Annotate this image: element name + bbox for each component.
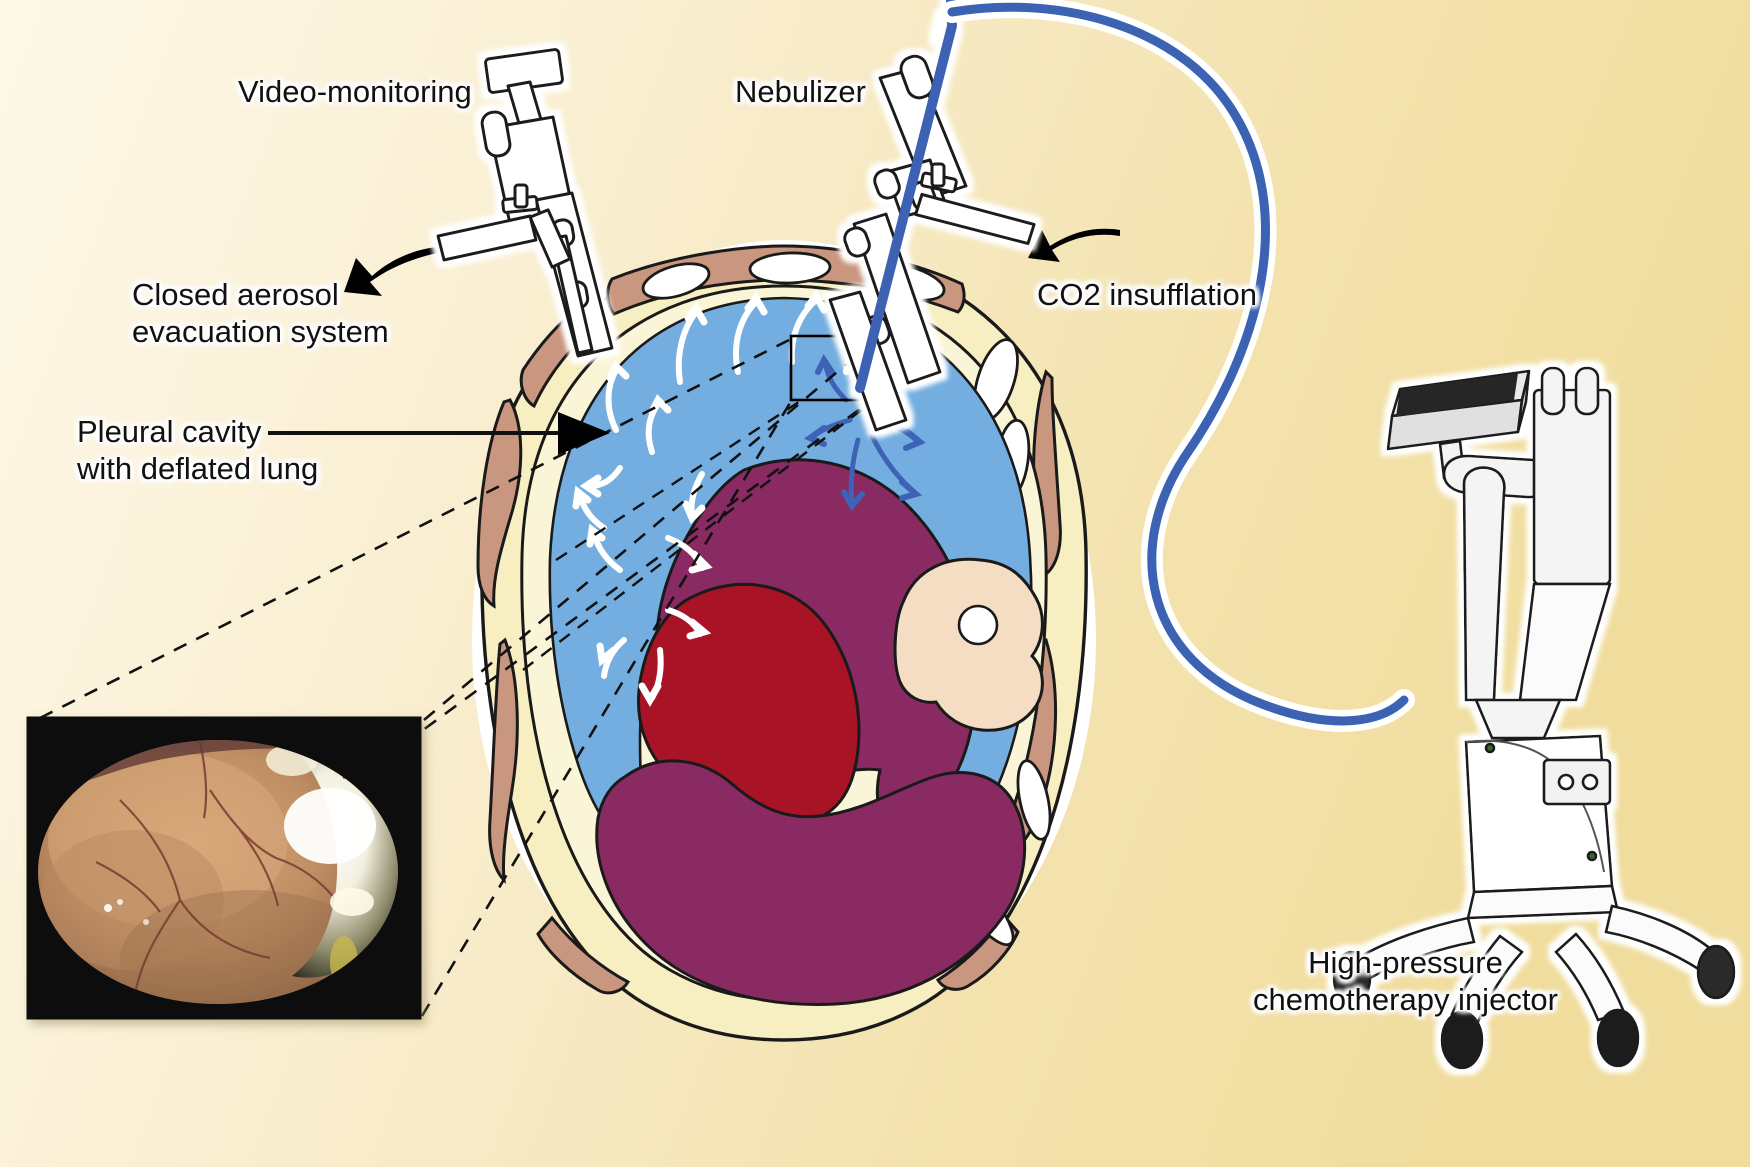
casters	[1332, 944, 1736, 1070]
vertebra	[893, 557, 1044, 732]
arrow-closed-aerosol	[344, 246, 452, 296]
section-plane-lines	[522, 396, 878, 671]
injector-monitor	[1386, 369, 1531, 451]
chemotherapy-injector-cart	[1332, 366, 1736, 1070]
pleural-cavity-pointer	[268, 412, 610, 455]
spinal-canal	[957, 604, 999, 646]
arrow-co2	[1028, 228, 1120, 262]
trocar-nebulizer	[828, 0, 1036, 432]
lower-lung-lobe	[595, 759, 1027, 1006]
co2-tubing	[941, 0, 1415, 732]
injector-head	[1464, 734, 1614, 894]
thorax-cross-section	[472, 240, 1096, 1042]
trocar-video-monitoring	[436, 48, 614, 358]
annotation-arrows	[344, 228, 1120, 296]
magnifier-leader-lines	[39, 336, 876, 1017]
co2-jet-arrows	[803, 354, 926, 512]
thoracoscopic-photo-inset	[26, 716, 422, 1020]
